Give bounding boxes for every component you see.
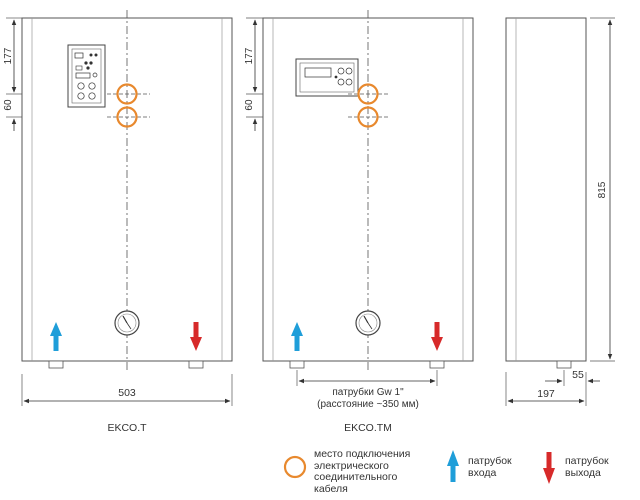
unit-ekco-t-control-panel bbox=[67, 44, 106, 108]
outlet-arrow-icon bbox=[431, 322, 443, 351]
inlet-arrow-icon bbox=[50, 322, 62, 351]
legend-outlet-text: патрубок выхода bbox=[565, 455, 609, 479]
legend-inlet-text: патрубок входа bbox=[468, 455, 512, 479]
thermometer-icon bbox=[114, 310, 140, 336]
side-view-body bbox=[505, 17, 587, 362]
dim-top-offset-middle: 177 bbox=[244, 47, 255, 64]
model-label-ekco-tm: EKCO.TM bbox=[344, 422, 392, 434]
dim-top-offset-left: 177 bbox=[3, 47, 14, 64]
legend-outlet-icon bbox=[543, 452, 555, 484]
cable-connection-icon bbox=[357, 106, 379, 128]
outlet-nozzle bbox=[429, 360, 445, 369]
legend-cable-text: место подключения электрического соедини… bbox=[314, 448, 411, 495]
dim-total-height: 815 bbox=[597, 181, 608, 198]
dim-spacing-middle: 60 bbox=[244, 99, 255, 111]
legend-inlet-icon bbox=[447, 450, 459, 482]
cable-connection-icon bbox=[357, 83, 379, 105]
side-view-nozzle bbox=[556, 360, 572, 369]
dim-side-depth: 197 bbox=[537, 388, 555, 400]
cable-connection-icon bbox=[116, 106, 138, 128]
outlet-nozzle bbox=[188, 360, 204, 369]
connector-note-line1: патрубки Gw 1" bbox=[332, 386, 404, 398]
unit-ekco-tm bbox=[262, 10, 474, 386]
inlet-nozzle bbox=[289, 360, 305, 369]
unit-ekco-tm-control-panel bbox=[295, 58, 359, 97]
inlet-nozzle bbox=[48, 360, 64, 369]
thermometer-icon bbox=[355, 310, 381, 336]
side-view bbox=[505, 17, 615, 406]
connector-note-line2: (расстояние ~350 мм) bbox=[317, 399, 419, 410]
outlet-arrow-icon bbox=[190, 322, 202, 351]
cable-connection-icon bbox=[116, 83, 138, 105]
model-label-ekco-t: EKCO.T bbox=[107, 422, 147, 434]
legend-cable-icon bbox=[283, 455, 307, 479]
dim-side-offset: 55 bbox=[572, 369, 584, 381]
dim-spacing-left: 60 bbox=[3, 99, 14, 111]
unit-ekco-t bbox=[21, 10, 233, 406]
dim-front-width: 503 bbox=[118, 387, 136, 399]
left-dimensions bbox=[6, 17, 263, 131]
inlet-arrow-icon bbox=[291, 322, 303, 351]
